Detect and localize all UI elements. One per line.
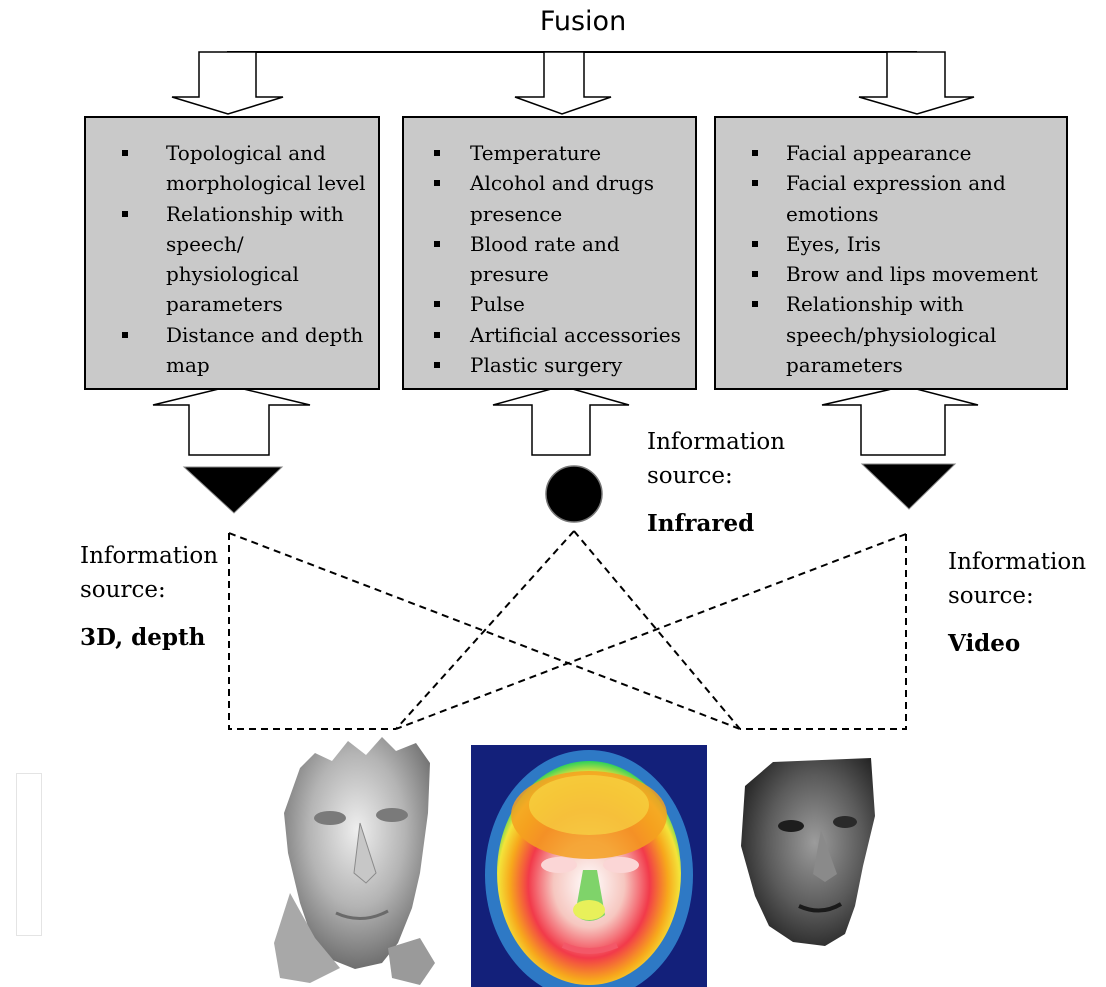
sensor-arrow-up-center xyxy=(492,385,630,456)
video-features-box: Facial appearance Facial expression and … xyxy=(714,116,1068,390)
source-label-depth: Information source: 3D, depth xyxy=(80,539,240,655)
fusion-arrow-down-left xyxy=(171,51,284,115)
infrared-thermal-face-image xyxy=(471,745,707,987)
source-type-text: Video xyxy=(948,630,1021,657)
list-item: Facial expression and emotions xyxy=(752,168,1060,229)
list-item: Plastic surgery xyxy=(434,350,689,380)
depth-sensor-triangle-down-icon xyxy=(182,466,284,514)
source-type-text: 3D, depth xyxy=(80,624,206,651)
source-label-video: Information source: Video xyxy=(948,545,1103,661)
list-item: Topological and morphological level xyxy=(122,138,372,199)
fusion-arrow-down-right xyxy=(858,51,975,115)
list-item: Pulse xyxy=(434,289,689,319)
source-type-text: Infrared xyxy=(647,510,755,537)
source-label-text: Information source: xyxy=(647,429,786,489)
infrared-sensor-circle-icon xyxy=(545,465,603,523)
fusion-arrow-down-center xyxy=(514,51,612,115)
list-item: Relationship with speech/ physiological … xyxy=(122,199,372,320)
list-item: Blood rate and presure xyxy=(434,229,689,290)
list-item: Alcohol and drugs presence xyxy=(434,168,689,229)
source-label-text: Information source: xyxy=(80,543,219,603)
depth-features-box: Topological and morphological level Rela… xyxy=(84,116,380,390)
projection-dashed-lines xyxy=(228,530,907,730)
sensor-arrow-up-left xyxy=(152,385,311,456)
list-item: Eyes, Iris xyxy=(752,229,1060,259)
list-item: Temperature xyxy=(434,138,689,168)
video-sensor-triangle-down-icon xyxy=(860,463,957,510)
list-item: Brow and lips movement xyxy=(752,259,1060,289)
fusion-title: Fusion xyxy=(539,6,627,37)
list-item: Relationship with speech/physiological p… xyxy=(752,289,1060,380)
sensor-arrow-up-right xyxy=(821,385,979,456)
list-item: Artificial accessories xyxy=(434,320,689,350)
side-frame xyxy=(16,773,42,936)
list-item: Facial appearance xyxy=(752,138,1060,168)
3d-depth-face-image xyxy=(274,737,435,985)
source-label-infrared: Information source: Infrared xyxy=(647,425,807,541)
list-item: Distance and depth map xyxy=(122,320,372,381)
infrared-features-box: Temperature Alcohol and drugs presence B… xyxy=(402,116,697,390)
source-label-text: Information source: xyxy=(948,549,1087,609)
video-face-image xyxy=(741,758,875,946)
